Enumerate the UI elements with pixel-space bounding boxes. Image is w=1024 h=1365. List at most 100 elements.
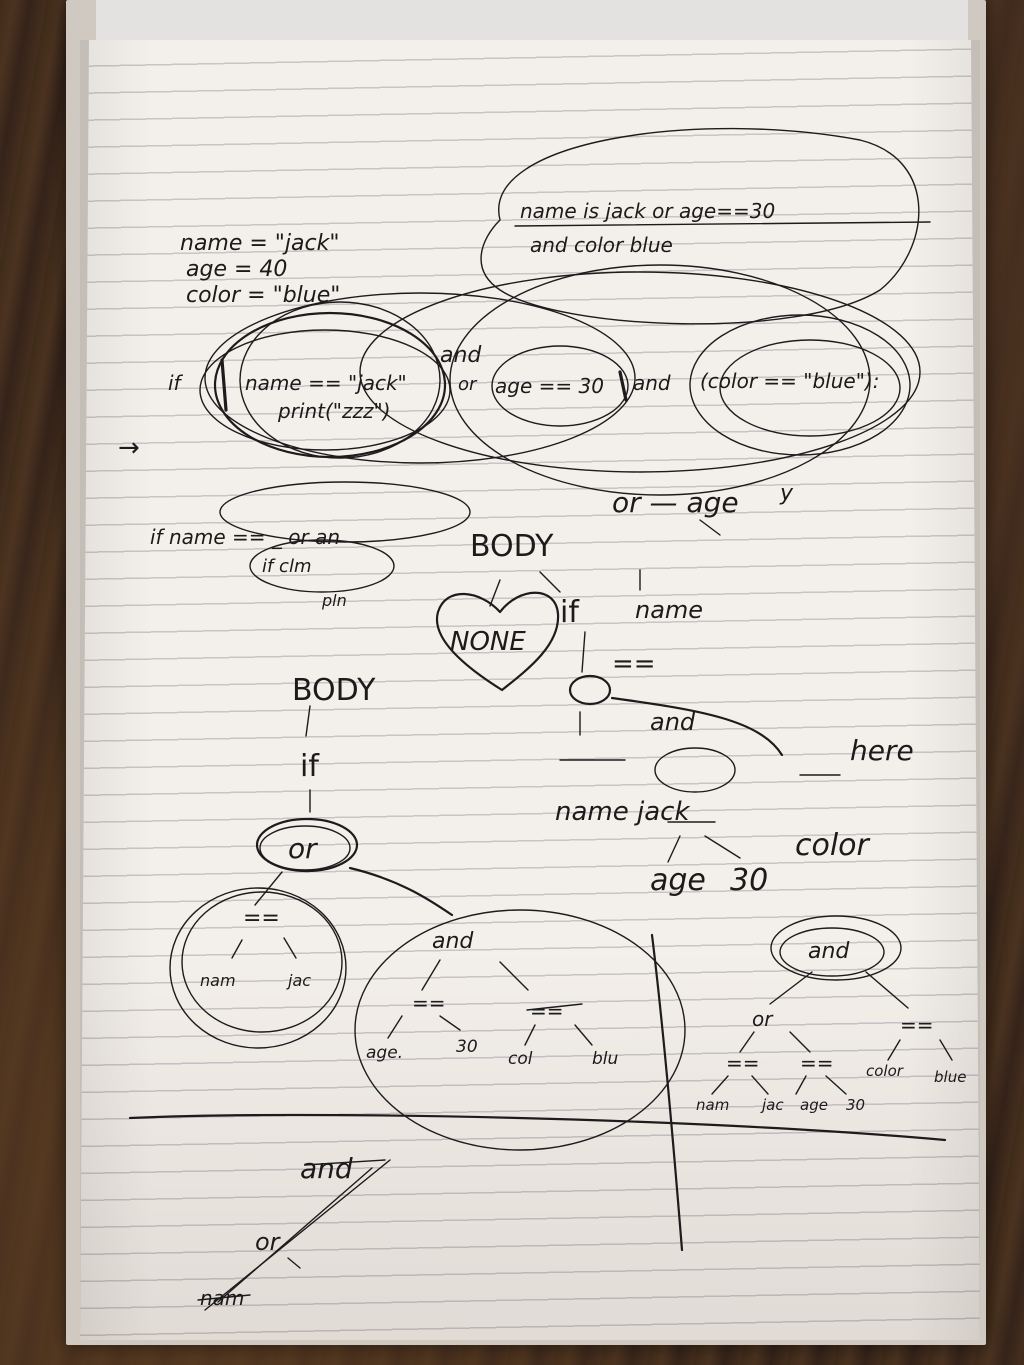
slash-1 xyxy=(204,1159,391,1311)
heart-if: if xyxy=(560,595,580,630)
right-and-circle-2 xyxy=(779,927,885,977)
vertical-divider xyxy=(650,933,684,1252)
inserted-and: and xyxy=(440,343,482,368)
note-loop xyxy=(480,127,920,325)
print-body: print("zzz") xyxy=(277,399,391,423)
edge-eq3-col xyxy=(524,1024,536,1046)
edge-eq3-blue-right xyxy=(939,1039,953,1061)
edge-eq2-30 xyxy=(439,1015,461,1031)
edge-body-none xyxy=(489,579,501,607)
right-thirty: 30 xyxy=(846,1096,865,1114)
edge-or-down-bottom xyxy=(287,1257,301,1269)
heart-age: age xyxy=(650,863,706,898)
left-eq2: == xyxy=(412,991,446,1015)
circle-big-2 xyxy=(449,264,871,496)
heart-or-age: or — age xyxy=(612,486,739,519)
edge-eq1-nam xyxy=(231,939,243,959)
mid-line-1: if name == _ or an xyxy=(150,525,340,549)
edge-eq2-age-right xyxy=(795,1075,807,1095)
mid-circle-2 xyxy=(249,539,395,593)
right-color: color xyxy=(866,1062,904,1080)
if-keyword: if xyxy=(168,371,184,395)
if-statement: if name == "jack" or age == 30 and (colo… xyxy=(118,264,921,496)
edge-eq1-jac-right xyxy=(751,1075,769,1095)
left-eq3: == xyxy=(530,999,564,1023)
right-tree: and or == == == nam jac age 30 color blu… xyxy=(696,915,966,1114)
edge-or-eq2-right xyxy=(789,1031,811,1053)
left-if: if xyxy=(300,749,320,784)
circle-left-2 xyxy=(199,329,451,451)
right-eq3: == xyxy=(900,1013,934,1037)
heart-none: NONE xyxy=(450,627,526,657)
left-nam: nam xyxy=(200,971,236,990)
edge-eq3-color-right xyxy=(887,1039,901,1061)
right-age: age xyxy=(800,1096,828,1114)
op-and: and xyxy=(633,371,671,395)
heart-tree: BODY NONE if or — age y name == and name… xyxy=(435,481,914,898)
circle-mid xyxy=(204,292,636,464)
left-or-circle-2 xyxy=(259,825,351,871)
code-line-name: name = "jack" xyxy=(180,231,339,256)
notepad-binding xyxy=(96,0,968,45)
cond-color-blue: (color == "blue"): xyxy=(700,369,879,393)
right-subtree-circle xyxy=(354,909,686,1151)
left-col: col xyxy=(508,1049,533,1069)
left-jac: jac xyxy=(286,971,311,990)
heart-thirty: 30 xyxy=(730,863,768,898)
edge-body-if xyxy=(539,571,561,593)
strike-eq3 xyxy=(526,1003,583,1011)
left-tree: BODY if or == nam jac and == == age. 30 … xyxy=(169,673,686,1151)
left-and: and xyxy=(432,929,474,954)
jack-circle xyxy=(654,747,736,793)
circle-color-1 xyxy=(689,314,911,456)
right-eq2: == xyxy=(800,1051,834,1075)
mid-circle-1 xyxy=(219,481,471,543)
left-or: or xyxy=(288,832,318,865)
edge-or-and xyxy=(610,696,784,757)
right-blue: blue xyxy=(934,1068,966,1086)
edge-and-or-right xyxy=(769,971,813,1005)
left-eq1: == xyxy=(243,906,280,931)
left-blu: blu xyxy=(592,1049,619,1069)
op-or: or xyxy=(458,374,478,395)
heart-here: here xyxy=(850,734,914,767)
heart-or-circle xyxy=(568,674,612,706)
heart-y: y xyxy=(779,481,794,506)
lined-paper-sheet xyxy=(80,40,980,1340)
note-underline xyxy=(514,221,931,227)
left-subtree-circle-2 xyxy=(181,891,343,1033)
top-right-note: name is jack or age==30 and color blue xyxy=(480,127,931,325)
edge-eq-age xyxy=(667,835,681,863)
left-age: age. xyxy=(366,1043,403,1063)
circle-big-1 xyxy=(359,271,921,473)
edge-eq-30 xyxy=(704,835,741,859)
edge-eq2-30-right xyxy=(825,1075,847,1095)
note-line-2: and color blue xyxy=(530,233,673,257)
heart-body: BODY xyxy=(470,529,554,564)
mid-line-2: if clm xyxy=(262,556,312,577)
strike-mark-1 xyxy=(220,358,228,412)
left-body: BODY xyxy=(292,673,376,708)
circle-age xyxy=(491,345,629,427)
edge-if-or xyxy=(581,631,586,673)
code-line-age: age = 40 xyxy=(186,257,287,282)
edge-or-eq1-right xyxy=(739,1031,755,1053)
edge-eq3-blu xyxy=(574,1024,593,1046)
strike-mark-2 xyxy=(618,370,628,402)
arrow-mark: → xyxy=(118,433,140,463)
edge-eq1-jac xyxy=(283,937,297,959)
slash-2 xyxy=(217,1167,373,1303)
horizontal-divider xyxy=(128,1113,947,1142)
note-line-1: name is jack or age==30 xyxy=(520,199,775,223)
left-thirty: 30 xyxy=(456,1037,478,1057)
bottom-and: and xyxy=(300,1152,353,1185)
edge-and-eq3-right xyxy=(865,971,909,1009)
edge-or-and-left xyxy=(348,866,454,917)
strike-and xyxy=(304,1159,386,1166)
heart-eq: == xyxy=(612,649,656,679)
circle-color-2 xyxy=(719,339,901,437)
right-nam: nam xyxy=(696,1096,729,1114)
bottom-tree: and or nam xyxy=(197,1152,391,1311)
variable-definitions: name = "jack" age = 40 color = "blue" xyxy=(180,231,340,308)
